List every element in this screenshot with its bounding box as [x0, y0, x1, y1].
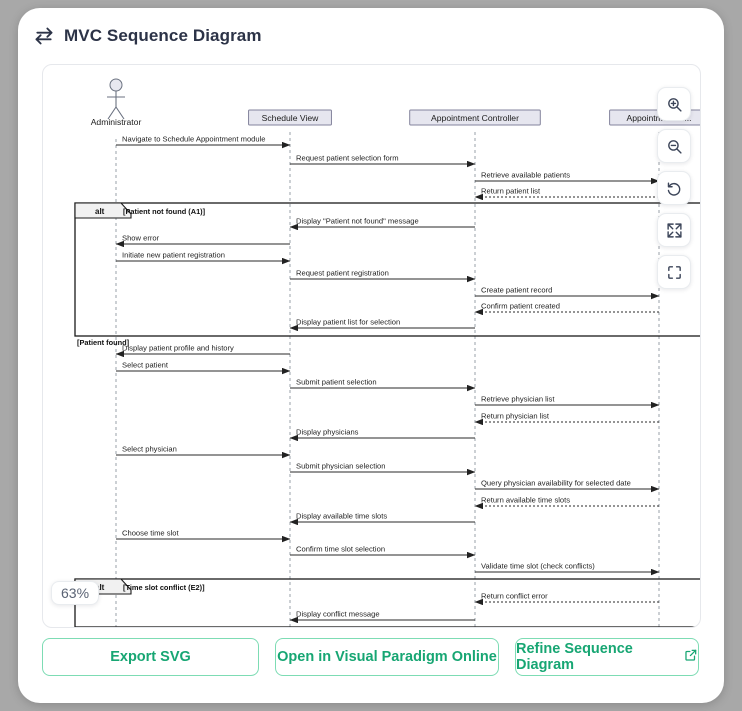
open-in-visual-paradigm-label: Open in Visual Paradigm Online: [277, 649, 497, 665]
svg-text:Validate time slot (check conf: Validate time slot (check conflicts): [481, 562, 595, 571]
svg-text:Initiate new patient registrat: Initiate new patient registration: [122, 251, 225, 260]
svg-text:Request patient registration: Request patient registration: [296, 269, 389, 278]
export-svg-label: Export SVG: [110, 649, 191, 665]
panel-header: MVC Sequence Diagram: [18, 8, 724, 63]
svg-text:Query physician availability f: Query physician availability for selecte…: [481, 479, 631, 488]
svg-text:Display conflict message: Display conflict message: [296, 610, 380, 619]
svg-text:Return physician list: Return physician list: [481, 412, 550, 421]
svg-text:Display patient list for selec: Display patient list for selection: [296, 318, 400, 327]
fullscreen-button[interactable]: [657, 255, 691, 289]
zoom-level-badge: 63%: [51, 581, 100, 605]
sequence-diagram-svg: alt [Patient not found (A1)] [Patient foun…: [74, 78, 700, 627]
svg-text:[Patient found]: [Patient found]: [77, 338, 130, 347]
svg-text:Request patient selection form: Request patient selection form: [296, 154, 399, 163]
svg-text:Appointment Controller: Appointment Controller: [431, 113, 519, 123]
svg-text:Return conflict error: Return conflict error: [481, 592, 548, 601]
external-link-icon: [684, 648, 698, 666]
zoom-out-button[interactable]: [657, 129, 691, 163]
svg-text:Display "Patient not found" me: Display "Patient not found" message: [296, 217, 419, 226]
app-card: MVC Sequence Diagram alt [Patient not fou…: [18, 8, 724, 703]
svg-text:[Patient not found (A1)]: [Patient not found (A1)]: [123, 207, 206, 216]
svg-text:alt: alt: [95, 583, 105, 592]
svg-text:Confirm time slot selection: Confirm time slot selection: [296, 545, 385, 554]
svg-text:Display patient profile and hi: Display patient profile and history: [122, 344, 234, 353]
svg-text:Choose time slot: Choose time slot: [122, 529, 179, 538]
open-in-visual-paradigm-button[interactable]: Open in Visual Paradigm Online: [275, 638, 499, 676]
page-title: MVC Sequence Diagram: [64, 25, 262, 45]
action-bar: Export SVG Open in Visual Paradigm Onlin…: [42, 638, 699, 678]
svg-text:[Time slot conflict (E2)]: [Time slot conflict (E2)]: [123, 583, 205, 592]
svg-text:Show error: Show error: [122, 234, 160, 243]
diagram-canvas[interactable]: alt [Patient not found (A1)] [Patient foun…: [42, 64, 701, 628]
diagram-viewport[interactable]: alt [Patient not found (A1)] [Patient foun…: [43, 65, 700, 627]
zoom-controls: [657, 87, 691, 289]
svg-text:Submit physician selection: Submit physician selection: [296, 462, 385, 471]
svg-text:Confirm patient created: Confirm patient created: [481, 302, 560, 311]
svg-text:Administrator: Administrator: [91, 117, 142, 127]
zoom-in-button[interactable]: [657, 87, 691, 121]
svg-text:Schedule View: Schedule View: [262, 113, 319, 123]
fit-screen-button[interactable]: [657, 213, 691, 247]
svg-text:Create patient record: Create patient record: [481, 286, 552, 295]
svg-text:Navigate to Schedule Appointme: Navigate to Schedule Appointment module: [122, 135, 266, 144]
svg-text:Select physician: Select physician: [122, 445, 177, 454]
refine-sequence-diagram-button[interactable]: Refine Sequence Diagram: [515, 638, 699, 676]
svg-text:Return patient list: Return patient list: [481, 187, 541, 196]
svg-text:Return available time slots: Return available time slots: [481, 496, 570, 505]
svg-text:Submit patient selection: Submit patient selection: [296, 378, 377, 387]
svg-text:Retrieve physician list: Retrieve physician list: [481, 395, 555, 404]
reset-view-button[interactable]: [657, 171, 691, 205]
swap-horizontal-icon: [34, 26, 54, 46]
svg-text:Retrieve available patients: Retrieve available patients: [481, 171, 570, 180]
svg-text:Display available time slots: Display available time slots: [296, 512, 387, 521]
svg-text:Select patient: Select patient: [122, 361, 169, 370]
svg-text:alt: alt: [95, 207, 105, 216]
export-svg-button[interactable]: Export SVG: [42, 638, 259, 676]
refine-sequence-diagram-label: Refine Sequence Diagram: [516, 641, 633, 673]
svg-text:Display physicians: Display physicians: [296, 428, 359, 437]
